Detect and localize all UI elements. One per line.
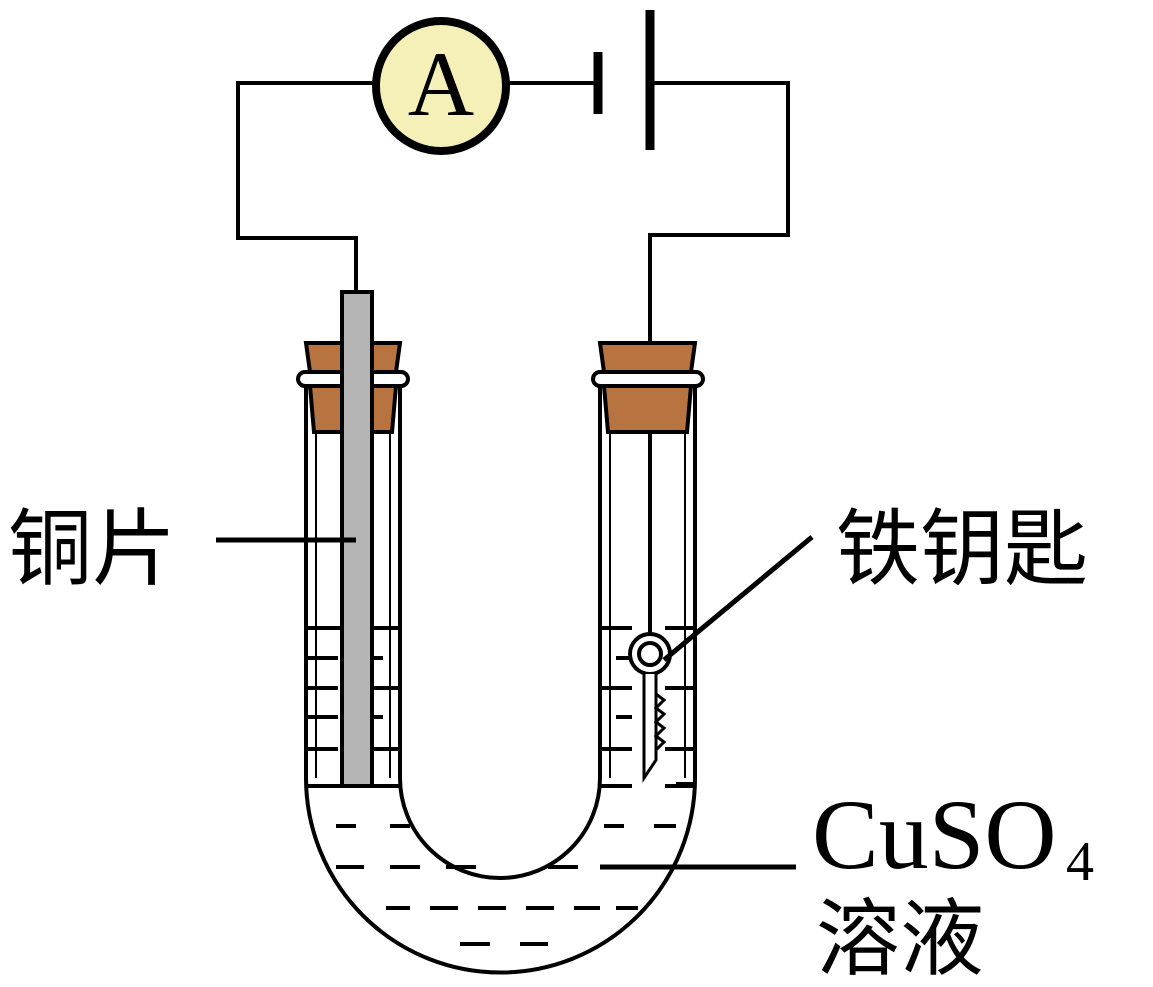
- wire-left: [236, 81, 374, 292]
- label-copper-sheet: 铜片: [8, 500, 176, 598]
- circuit-wires: [236, 81, 790, 345]
- battery: [593, 10, 655, 150]
- u-tube: [304, 372, 697, 975]
- pointer-key: [662, 535, 814, 662]
- ammeter: A: [372, 17, 510, 155]
- u-tube-inner-wall: [398, 372, 602, 880]
- solution-marks: [306, 626, 695, 946]
- label-solution-word: 溶液: [816, 890, 984, 987]
- stopper-right: [591, 341, 705, 434]
- ammeter-circle: [372, 17, 510, 155]
- label-iron-key: 铁钥匙: [836, 500, 1088, 598]
- label-solution-subscript: 4: [1066, 831, 1094, 893]
- pointer-lines: [216, 535, 814, 870]
- label-solution-formula: CuSO: [812, 779, 1057, 890]
- ammeter-symbol: A: [408, 33, 474, 135]
- iron-key: [628, 432, 672, 783]
- wire-right: [648, 81, 790, 345]
- u-tube-outer-wall: [304, 372, 697, 975]
